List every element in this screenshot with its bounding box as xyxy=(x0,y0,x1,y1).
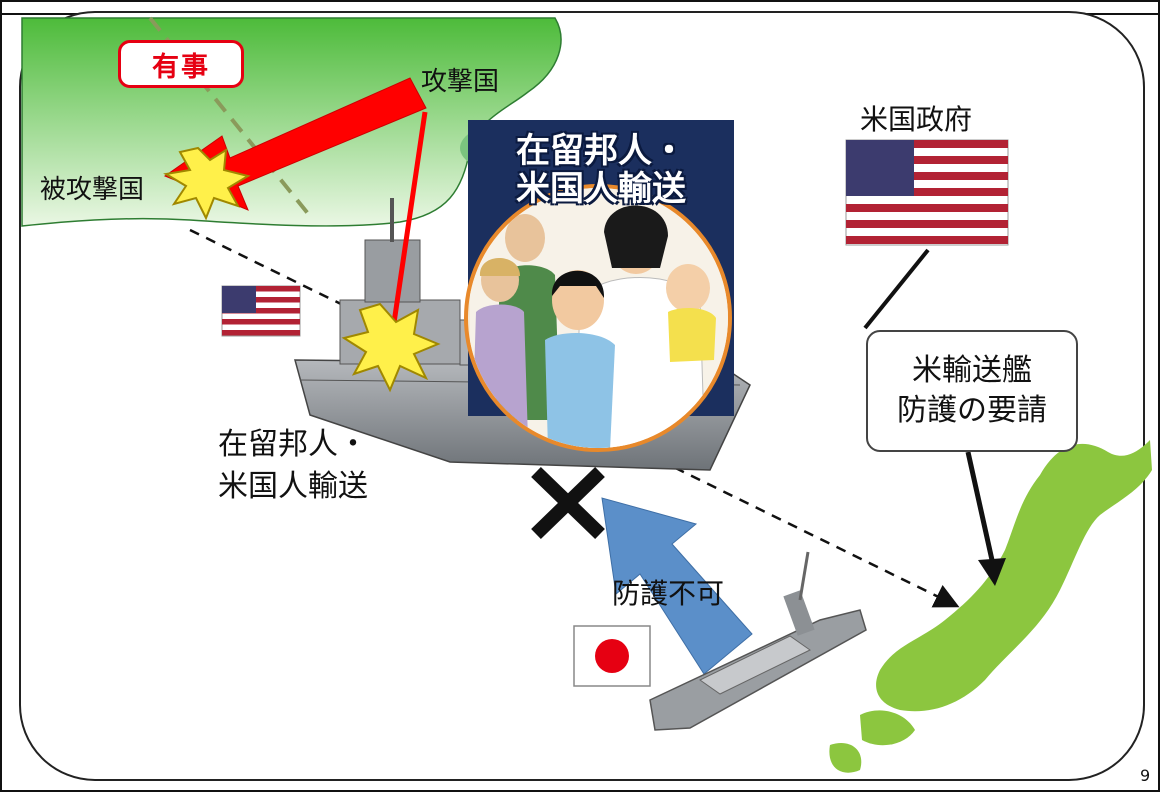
poster-title: 在留邦人・ 米国人輸送 xyxy=(470,132,732,208)
cross-mark-icon xyxy=(531,466,605,540)
japan-map xyxy=(829,440,1152,773)
request-line1: 米輸送艦 xyxy=(912,352,1032,388)
transport-label-line2: 米国人輸送 xyxy=(218,469,368,504)
request-arrow-bottom xyxy=(965,451,995,561)
poster-title-line2: 米国人輸送 xyxy=(516,169,686,210)
attacked-country-label: 被攻撃国 xyxy=(40,175,145,205)
poster-title-line1: 在留邦人・ xyxy=(516,131,686,171)
page-number: 9 xyxy=(1140,766,1151,785)
attacking-country-label: 攻撃国 xyxy=(421,67,500,97)
us-government-label: 米国政府 xyxy=(860,103,973,136)
border-line xyxy=(148,16,312,218)
us-flag-icon xyxy=(845,139,1009,246)
request-arrowhead xyxy=(978,558,1006,586)
explosion-icon xyxy=(163,146,251,221)
transport-label: 在留邦人・ 米国人輸送 xyxy=(218,424,368,508)
transport-route-line xyxy=(189,228,960,608)
protection-arrow xyxy=(601,497,753,675)
transport-label-line1: 在留邦人・ xyxy=(218,427,368,462)
protection-impossible-label: 防護不可 xyxy=(612,577,725,610)
japan-destroyer-ship xyxy=(649,551,867,731)
request-callout: 米輸送艦 防護の要請 xyxy=(866,330,1078,452)
request-line2: 防護の要請 xyxy=(897,393,1047,428)
evacuation-poster xyxy=(464,120,734,452)
request-arrow-top xyxy=(863,248,930,330)
japan-flag-icon xyxy=(573,625,651,687)
us-flag-icon xyxy=(221,285,301,337)
crisis-tag: 有事 xyxy=(118,40,244,88)
explosion-icon xyxy=(341,302,441,393)
